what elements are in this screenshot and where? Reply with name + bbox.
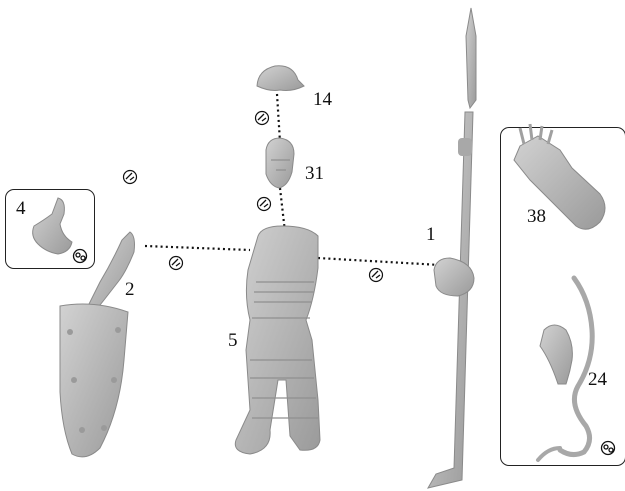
label-head: 31	[305, 164, 324, 183]
gears-icon	[74, 250, 87, 263]
helmet-part	[257, 66, 304, 91]
head-part	[266, 138, 294, 188]
glue-drop-icon	[370, 269, 383, 282]
glue-drop-icon	[170, 257, 183, 270]
label-helmet: 14	[313, 90, 332, 109]
label-quiver: 38	[527, 207, 546, 226]
label-torso-legs: 5	[228, 331, 238, 350]
torso-legs-part	[235, 226, 320, 454]
sword-arm-shield-part	[60, 232, 135, 457]
label-spear: 1	[426, 225, 436, 244]
label-bow: 24	[588, 370, 607, 389]
spear-part	[428, 8, 476, 488]
bent-arm-part	[33, 198, 72, 254]
label-sword-arm: 2	[125, 280, 135, 299]
glue-drop-icon	[124, 171, 137, 184]
leader-torso-arm2	[145, 246, 250, 250]
label-bent-arm: 4	[16, 199, 26, 218]
glue-drop-icon	[256, 112, 269, 125]
gears-icon	[602, 442, 615, 455]
leader-head-torso	[280, 188, 285, 232]
bow-part	[538, 278, 592, 460]
leader-torso-spear	[318, 258, 440, 265]
glue-drop-icon	[258, 198, 271, 211]
leader-helmet-head	[277, 94, 280, 142]
